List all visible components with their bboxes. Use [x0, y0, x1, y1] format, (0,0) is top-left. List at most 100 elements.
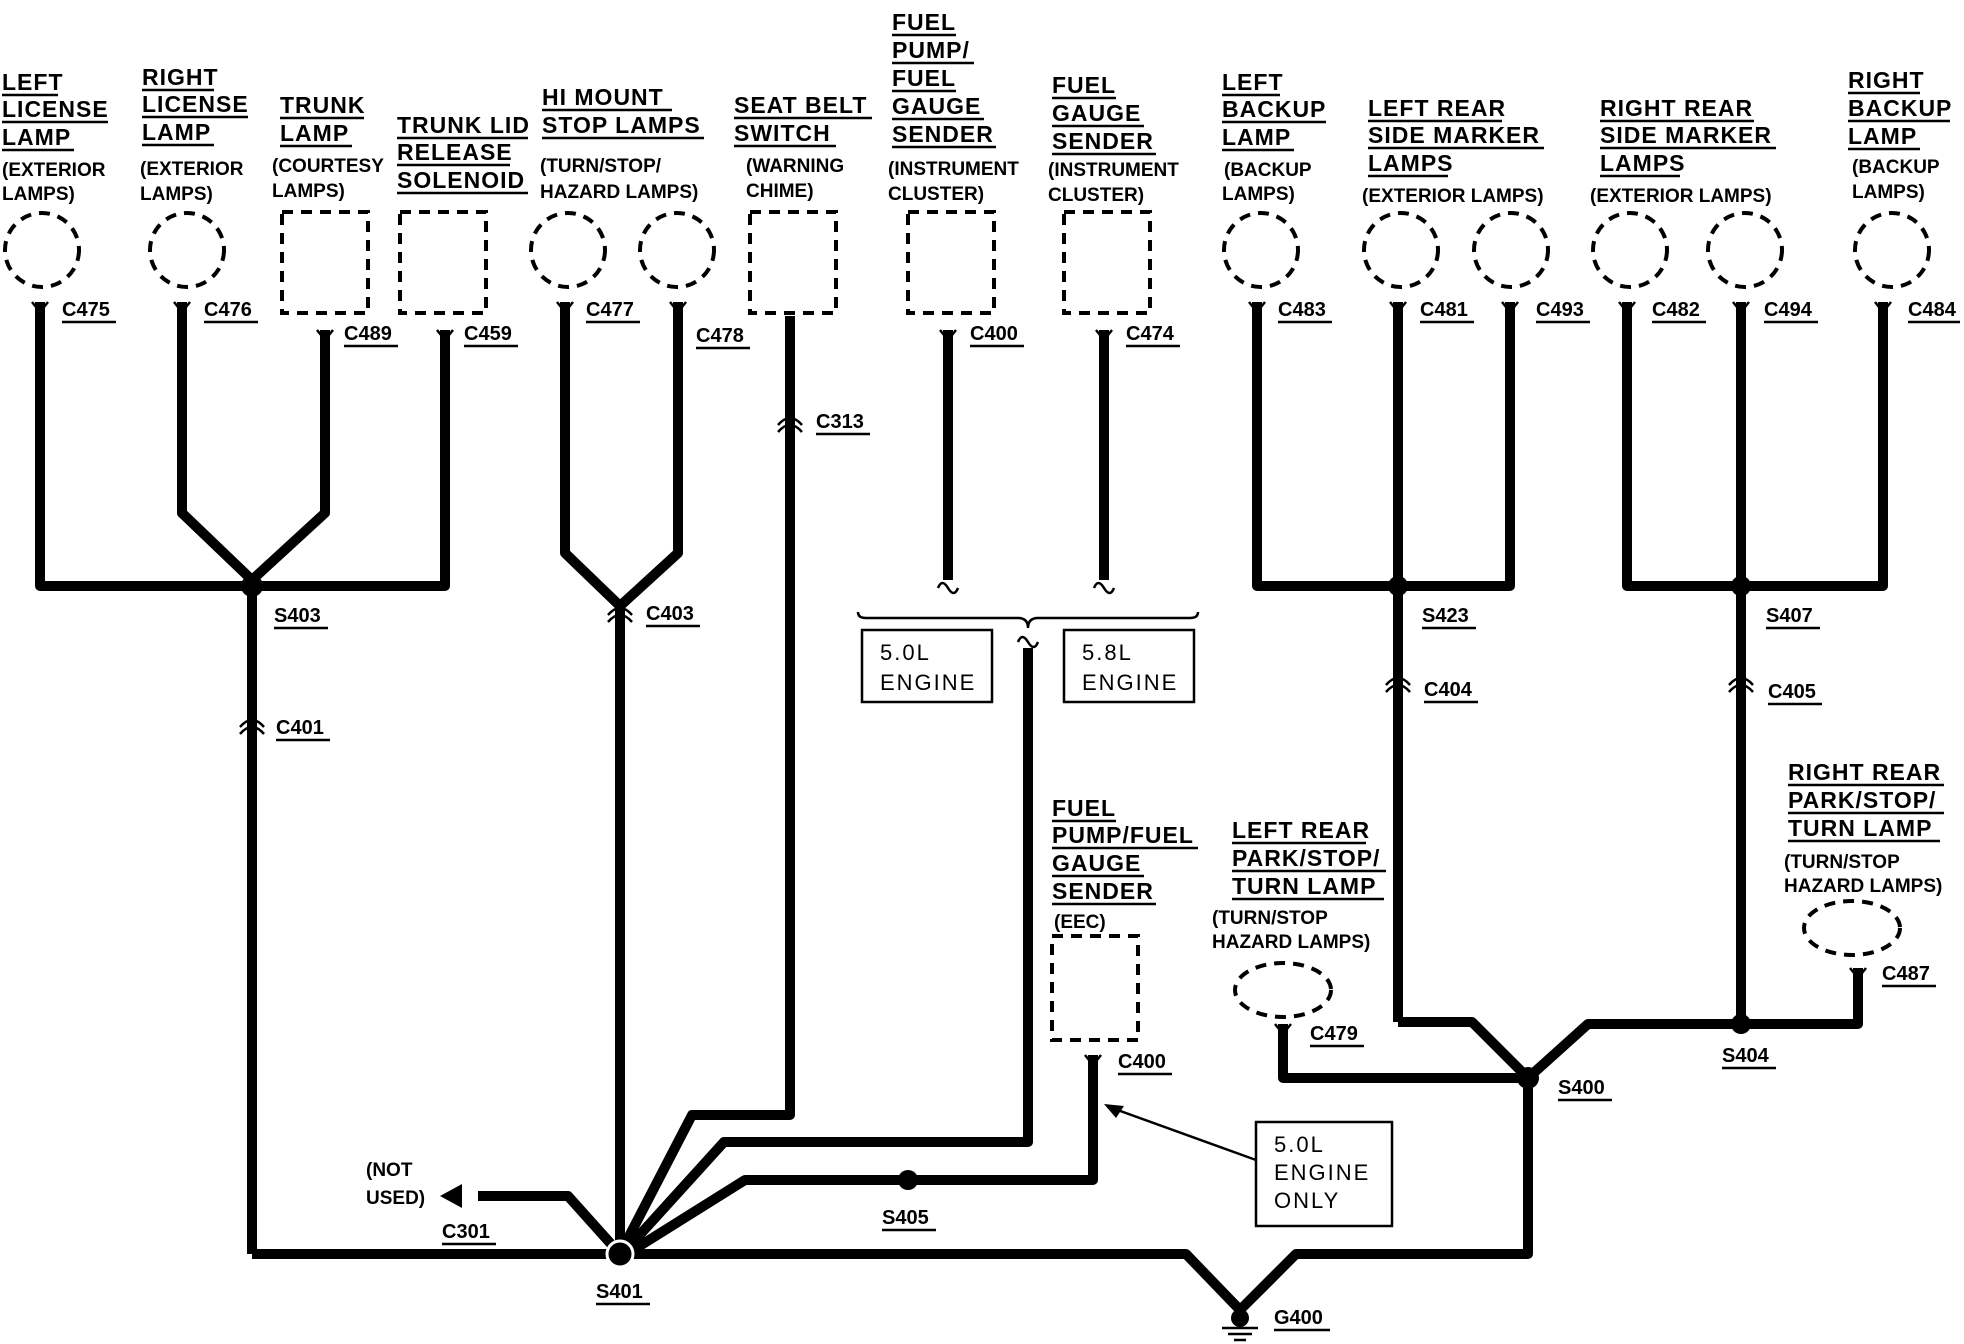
- not-used-label-line: (NOT: [366, 1160, 413, 1181]
- splice-s423-label: S423: [1422, 605, 1469, 627]
- connector-c400-cluster: C400: [970, 323, 1018, 345]
- subtitle-line: HAZARD LAMPS): [540, 182, 698, 203]
- not-used-label-line: USED): [366, 1188, 425, 1209]
- splice-s403-label: S403: [274, 605, 321, 627]
- title-line: PUMP/: [892, 37, 970, 63]
- connector-c482: C482: [1652, 299, 1700, 321]
- title-line: LAMPS: [1600, 150, 1686, 176]
- seat-belt-switch-symbol: [748, 210, 838, 315]
- wire-end-mark: [1016, 635, 1040, 649]
- title-line: SENDER: [892, 121, 994, 147]
- note-line: ONLY: [1274, 1188, 1340, 1213]
- title-line: BACKUP: [1848, 95, 1952, 121]
- title-line: LAMP: [280, 120, 349, 146]
- subtitle-line: LAMPS): [1222, 184, 1295, 205]
- trunk-lamp-symbol: [280, 210, 370, 315]
- label-fuel-gauge-sender-cluster: FUEL GAUGE SENDER (INSTRUMENT CLUSTER): [1048, 72, 1179, 206]
- splice-s400-label: S400: [1558, 1077, 1605, 1099]
- title-line: GAUGE: [892, 93, 981, 119]
- title-line: GAUGE: [1052, 850, 1141, 876]
- subtitle-line: (TURN/STOP: [1212, 908, 1328, 929]
- hi-mount-lamp-1-symbol: [529, 211, 607, 289]
- connector-c481: C481: [1420, 299, 1468, 321]
- title-line: LICENSE: [2, 96, 109, 122]
- title-line: LAMPS: [1368, 150, 1454, 176]
- connector-c313: C313: [816, 411, 864, 433]
- subtitle-line: (WARNING: [746, 156, 844, 177]
- subtitle-line: (INSTRUMENT: [888, 159, 1019, 180]
- splice-s423-dot: [1388, 576, 1408, 596]
- wire-end-mark: [936, 581, 960, 595]
- connector-c474: C474: [1126, 323, 1175, 345]
- connector-c489: C489: [344, 323, 392, 345]
- splice-s400-dot: [1517, 1067, 1539, 1089]
- splice-s407-dot: [1731, 576, 1751, 596]
- label-right-license-lamp: RIGHT LICENSE LAMP (EXTERIOR LAMPS): [140, 64, 248, 205]
- connector-c405: C405: [1768, 681, 1816, 703]
- title-line: FUEL: [1052, 795, 1116, 821]
- title-line: SENDER: [1052, 878, 1154, 904]
- wire-end-mark: [1092, 581, 1116, 595]
- title-line: SOLENOID: [397, 167, 525, 193]
- label-seat-belt-switch: SEAT BELT SWITCH (WARNING CHIME): [734, 92, 872, 202]
- right-rear-park-lamp-symbol: [1802, 899, 1902, 957]
- title-line: LEFT: [1222, 69, 1284, 95]
- splice-s407-label: S407: [1766, 605, 1813, 627]
- subtitle-line: (EXTERIOR: [2, 160, 106, 181]
- title-line: RELEASE: [397, 139, 513, 165]
- title-line: SWITCH: [734, 120, 831, 146]
- subtitle-line: LAMPS): [140, 184, 213, 205]
- splice-s404-label: S404: [1722, 1045, 1770, 1067]
- label-fuel-pump-gauge-sender-eec: FUEL PUMP/FUEL GAUGE SENDER (EEC): [1052, 795, 1198, 933]
- subtitle-line: (BACKUP: [1224, 160, 1312, 181]
- title-line: PARK/STOP/: [1788, 787, 1936, 813]
- subtitle-line: LAMPS): [272, 181, 345, 202]
- title-line: TURN LAMP: [1232, 873, 1376, 899]
- title-line: RIGHT REAR: [1788, 759, 1941, 785]
- subtitle-line: (EXTERIOR LAMPS): [1362, 186, 1544, 207]
- left-backup-lamp-symbol: [1222, 211, 1300, 289]
- label-fuel-pump-gauge-sender-cluster: FUEL PUMP/ FUEL GAUGE SENDER (INSTRUMENT…: [888, 9, 1019, 205]
- title-line: FUEL: [892, 9, 956, 35]
- connector-c494: C494: [1764, 299, 1813, 321]
- left-rear-side-marker-1-symbol: [1362, 211, 1440, 289]
- fuel-pump-sender-cluster-symbol: [906, 210, 996, 315]
- connector-c477: C477: [586, 299, 634, 321]
- title-line: SENDER: [1052, 128, 1154, 154]
- label-left-rear-side-marker-lamps: LEFT REAR SIDE MARKER LAMPS (EXTERIOR LA…: [1362, 95, 1544, 207]
- label-right-backup-lamp: RIGHT BACKUP LAMP (BACKUP LAMPS): [1848, 67, 1952, 203]
- label-hi-mount-stop-lamps: HI MOUNT STOP LAMPS (TURN/STOP/ HAZARD L…: [540, 84, 704, 203]
- subtitle-line: (TURN/STOP: [1784, 852, 1900, 873]
- label-left-backup-lamp: LEFT BACKUP LAMP (BACKUP LAMPS): [1222, 69, 1326, 205]
- right-license-lamp-symbol: [148, 211, 226, 289]
- subtitle-line: CHIME): [746, 181, 814, 202]
- subtitle-line: LAMPS): [2, 184, 75, 205]
- connector-c459: C459: [464, 323, 512, 345]
- connector-c487: C487: [1882, 963, 1930, 985]
- connector-c484: C484: [1908, 299, 1957, 321]
- subtitle-line: (EXTERIOR LAMPS): [1590, 186, 1772, 207]
- title-line: FUEL: [892, 65, 956, 91]
- title-line: PARK/STOP/: [1232, 845, 1380, 871]
- right-rear-side-marker-2-symbol: [1706, 211, 1784, 289]
- splice-s401-dot: [605, 1239, 635, 1269]
- title-line: HI MOUNT: [542, 84, 664, 110]
- label-left-rear-park-lamp: LEFT REAR PARK/STOP/ TURN LAMP (TURN/STO…: [1212, 817, 1386, 953]
- ground-symbol: [1222, 1309, 1258, 1342]
- title-line: LEFT: [2, 69, 64, 95]
- connector-c301: C301: [442, 1221, 490, 1243]
- subtitle-line: HAZARD LAMPS): [1212, 932, 1370, 953]
- subtitle-line: (COURTESY: [272, 156, 384, 177]
- title-line: LAMP: [2, 124, 71, 150]
- left-rear-park-lamp-symbol: [1233, 961, 1333, 1019]
- label-right-rear-side-marker-lamps: RIGHT REAR SIDE MARKER LAMPS (EXTERIOR L…: [1590, 95, 1776, 207]
- title-line: RIGHT: [142, 64, 219, 90]
- label-left-license-lamp: LEFT LICENSE LAMP (EXTERIOR LAMPS): [2, 69, 109, 205]
- engine-bracket: [856, 611, 1200, 629]
- note-line: ENGINE: [1274, 1160, 1370, 1185]
- subtitle-line: HAZARD LAMPS): [1784, 876, 1942, 897]
- splice-s404-dot: [1731, 1014, 1751, 1034]
- splice-s403-dot: [241, 575, 263, 597]
- label-right-rear-park-lamp: RIGHT REAR PARK/STOP/ TURN LAMP (TURN/ST…: [1784, 759, 1944, 897]
- left-rear-side-marker-2-symbol: [1472, 211, 1550, 289]
